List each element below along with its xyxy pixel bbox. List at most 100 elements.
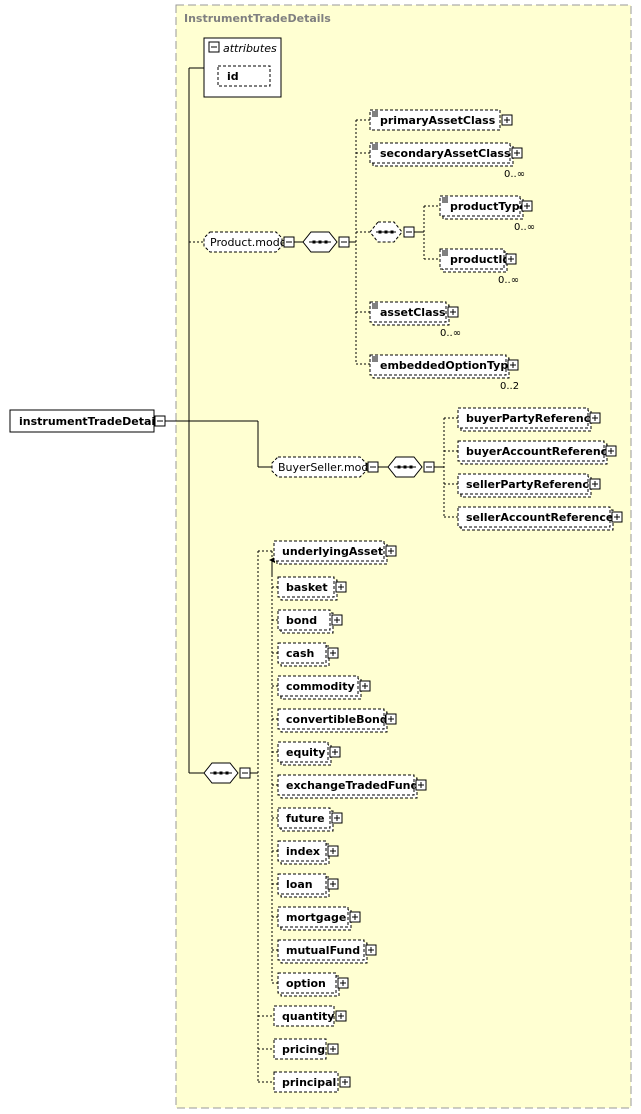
documentation-icon <box>372 303 378 309</box>
substitute-commodity-label: commodity <box>286 680 355 693</box>
buyer-party-reference-expand-button[interactable] <box>589 412 601 424</box>
tail-quantity-box[interactable] <box>273 1005 335 1027</box>
buyer-party-reference-label: buyerPartyReference <box>466 412 598 425</box>
documentation-icon <box>372 111 378 117</box>
buyer-account-reference-expand-button[interactable] <box>605 445 617 457</box>
product-type-label: productType <box>450 200 527 213</box>
choice-dot <box>384 230 388 234</box>
substitute-loan-expand-button[interactable] <box>327 878 339 890</box>
product-model-group-box[interactable] <box>203 231 283 253</box>
substitute-mutualfund-label: mutualFund <box>286 944 360 957</box>
substitute-option-box[interactable] <box>277 972 337 994</box>
substitute-bond-expand-button[interactable] <box>331 614 343 626</box>
seller-party-reference-label: sellerPartyReference <box>466 478 596 491</box>
substitute-equity-box[interactable] <box>277 741 329 763</box>
product-type-cardinality: 0..∞ <box>514 222 535 233</box>
product-id-expand-button[interactable] <box>505 253 517 265</box>
sequence-dot <box>324 240 328 244</box>
tail-pricing-label: pricing <box>282 1043 325 1056</box>
substitute-loan-label: loan <box>286 878 313 891</box>
product-model-group-label: Product.model <box>210 236 290 249</box>
secondary-asset-class-label: secondaryAssetClass <box>380 147 511 160</box>
root-collapse-button[interactable] <box>154 415 166 427</box>
sequence-dot <box>403 465 407 469</box>
underlying-asset-box[interactable] <box>273 540 385 562</box>
substitute-future-box[interactable] <box>277 807 331 829</box>
substitute-future-expand-button[interactable] <box>331 812 343 824</box>
attribute-id-box[interactable] <box>217 65 271 87</box>
substitute-loan-box[interactable] <box>277 873 327 895</box>
sequence-dot <box>409 465 413 469</box>
substitute-index-expand-button[interactable] <box>327 845 339 857</box>
documentation-icon <box>372 144 378 150</box>
seller-account-reference-expand-button[interactable] <box>611 511 623 523</box>
substitute-exchangetradedfund-expand-button[interactable] <box>415 779 427 791</box>
product-type-box[interactable] <box>439 195 521 217</box>
buyer-seller-group-box[interactable] <box>271 456 367 478</box>
attributes-collapse-button[interactable] <box>208 41 220 53</box>
substitute-commodity-box[interactable] <box>277 675 359 697</box>
buyer-party-reference-box[interactable] <box>457 407 589 429</box>
tail-quantity-label: quantity <box>282 1010 334 1023</box>
product-sequence-collapse-button[interactable] <box>338 236 350 248</box>
substitute-cash-box[interactable] <box>277 642 327 664</box>
product-type-expand-button[interactable] <box>521 200 533 212</box>
substitute-basket-box[interactable] <box>277 576 335 598</box>
documentation-icon <box>442 250 448 256</box>
seller-account-reference-box[interactable] <box>457 506 611 528</box>
asset-class-box[interactable] <box>369 301 447 323</box>
root-element-label: instrumentTradeDetails <box>19 415 166 428</box>
product-model-group-collapse-button[interactable] <box>283 236 295 248</box>
seller-party-reference-box[interactable] <box>457 473 589 495</box>
substitute-index-box[interactable] <box>277 840 327 862</box>
substitute-mutualfund-box[interactable] <box>277 939 365 961</box>
choice-dot <box>390 230 394 234</box>
substitute-basket-expand-button[interactable] <box>335 581 347 593</box>
substitute-commodity-expand-button[interactable] <box>359 680 371 692</box>
secondary-asset-class-expand-button[interactable] <box>511 147 523 159</box>
secondary-asset-class-box[interactable] <box>369 142 511 164</box>
substitute-mortgage-box[interactable] <box>277 906 349 928</box>
product-id-cardinality: 0..∞ <box>498 275 519 286</box>
substitute-convertiblebond-expand-button[interactable] <box>385 713 397 725</box>
product-id-box[interactable] <box>439 248 505 270</box>
tail-quantity-expand-button[interactable] <box>335 1010 347 1022</box>
buyer-seller-sequence-collapse-button[interactable] <box>423 461 435 473</box>
attributes-header: attributes <box>223 42 277 55</box>
embedded-option-type-expand-button[interactable] <box>507 359 519 371</box>
substitute-future-label: future <box>286 812 325 825</box>
root-element-box[interactable] <box>9 409 155 433</box>
complex-type-title: InstrumentTradeDetails <box>184 12 331 25</box>
product-choice-collapse-button[interactable] <box>403 226 415 238</box>
substitute-basket-label: basket <box>286 581 328 594</box>
buyer-seller-group-collapse-button[interactable] <box>367 461 379 473</box>
primary-asset-class-expand-button[interactable] <box>501 114 513 126</box>
main-sequence-collapse-button[interactable] <box>239 767 251 779</box>
tail-pricing-box[interactable] <box>273 1038 327 1060</box>
asset-class-expand-button[interactable] <box>447 306 459 318</box>
substitute-cash-expand-button[interactable] <box>327 647 339 659</box>
tail-principal-expand-button[interactable] <box>339 1076 351 1088</box>
tail-principal-box[interactable] <box>273 1071 339 1093</box>
tail-pricing-expand-button[interactable] <box>327 1043 339 1055</box>
primary-asset-class-box[interactable] <box>369 109 501 131</box>
substitute-exchangetradedfund-box[interactable] <box>277 774 415 796</box>
substitute-equity-expand-button[interactable] <box>329 746 341 758</box>
seller-party-reference-expand-button[interactable] <box>589 478 601 490</box>
substitute-bond-box[interactable] <box>277 609 331 631</box>
embedded-option-type-box[interactable] <box>369 354 507 376</box>
underlying-asset-expand-button[interactable] <box>385 545 397 557</box>
tail-principal-label: principal <box>282 1076 336 1089</box>
substitute-mortgage-label: mortgage <box>286 911 346 924</box>
substitute-equity-label: equity <box>286 746 325 759</box>
documentation-icon <box>372 356 378 362</box>
substitute-mutualfund-expand-button[interactable] <box>365 944 377 956</box>
asset-class-cardinality: 0..∞ <box>440 328 461 339</box>
buyer-account-reference-box[interactable] <box>457 440 605 462</box>
substitute-convertiblebond-label: convertibleBond <box>286 713 388 726</box>
substitute-convertiblebond-box[interactable] <box>277 708 385 730</box>
asset-class-label: assetClass <box>380 306 446 319</box>
substitute-bond-label: bond <box>286 614 317 627</box>
substitute-option-expand-button[interactable] <box>337 977 349 989</box>
substitute-mortgage-expand-button[interactable] <box>349 911 361 923</box>
